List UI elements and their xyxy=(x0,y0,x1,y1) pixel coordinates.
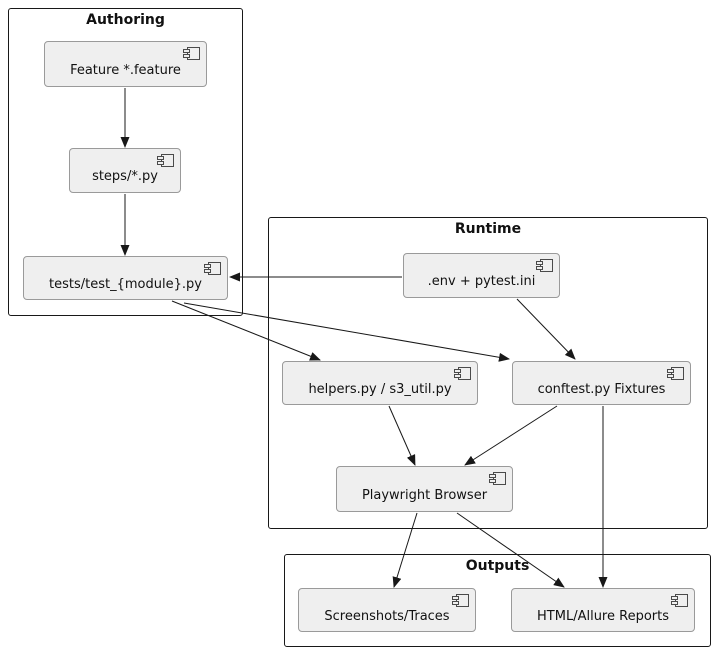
node-feature-label: Feature *.feature xyxy=(70,62,181,78)
component-icon xyxy=(183,47,200,60)
node-env-pytest: .env + pytest.ini xyxy=(403,253,560,298)
component-icon xyxy=(454,367,471,380)
node-conftest-label: conftest.py Fixtures xyxy=(537,381,666,397)
group-outputs-title: Outputs xyxy=(465,558,530,574)
node-playwright: Playwright Browser xyxy=(336,466,513,512)
node-playwright-label: Playwright Browser xyxy=(361,487,488,503)
edge-tests-to-conftest xyxy=(183,302,510,362)
component-icon xyxy=(204,262,221,275)
node-reports: HTML/Allure Reports xyxy=(511,588,695,632)
component-icon xyxy=(667,367,684,380)
node-screenshots-label: Screenshots/Traces xyxy=(324,608,450,624)
component-icon xyxy=(536,259,553,272)
component-icon xyxy=(157,154,174,167)
group-outputs: Outputs xyxy=(284,554,711,647)
node-steps: steps/*.py xyxy=(69,148,181,193)
node-tests-label: tests/test_{module}.py xyxy=(49,276,202,292)
group-authoring-title: Authoring xyxy=(86,12,165,28)
edge-helpers-to-playwright xyxy=(388,405,416,466)
node-conftest: conftest.py Fixtures xyxy=(512,361,691,405)
node-helpers-label: helpers.py / s3_util.py xyxy=(308,381,452,397)
node-steps-label: steps/*.py xyxy=(92,169,158,184)
group-runtime: Runtime xyxy=(268,217,708,529)
node-helpers: helpers.py / s3_util.py xyxy=(282,361,478,405)
edge-env-to-conftest xyxy=(516,298,576,360)
component-icon xyxy=(489,472,506,485)
group-authoring: Authoring xyxy=(8,8,243,316)
group-runtime-title: Runtime xyxy=(454,221,522,237)
node-reports-label: HTML/Allure Reports xyxy=(537,608,669,624)
node-screenshots: Screenshots/Traces xyxy=(298,588,476,632)
edge-tests-to-helpers xyxy=(171,300,321,361)
edge-playwright-to-screenshots xyxy=(392,512,418,588)
node-env-pytest-label: .env + pytest.ini xyxy=(427,274,536,289)
edge-conftest-to-playwright xyxy=(464,405,558,466)
node-feature: Feature *.feature xyxy=(44,41,207,87)
node-tests: tests/test_{module}.py xyxy=(23,256,228,300)
component-icon xyxy=(671,594,688,607)
component-icon xyxy=(452,594,469,607)
edge-playwright-to-reports xyxy=(456,512,565,588)
